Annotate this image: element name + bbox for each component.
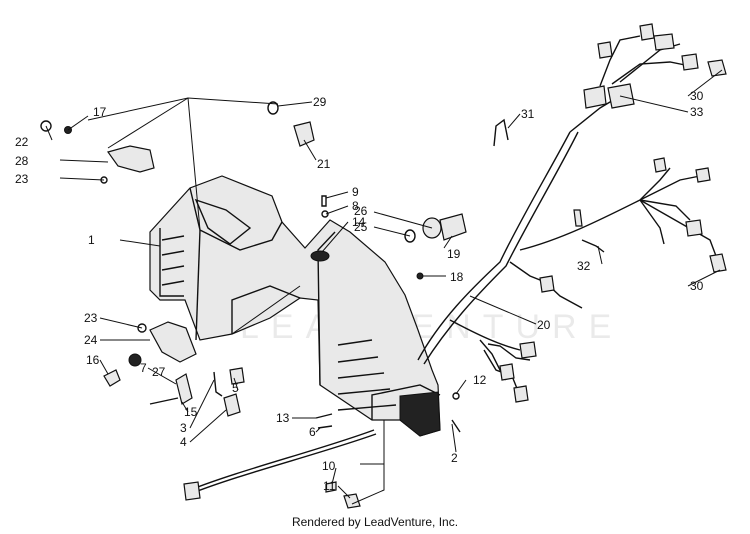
callout-33: 33 (690, 105, 704, 119)
callout-19: 19 (447, 247, 461, 261)
callout-6: 6 (309, 425, 316, 439)
callout-14: 14 (352, 215, 366, 229)
callout-21: 21 (317, 157, 331, 171)
callout-2: 2 (451, 451, 458, 465)
callout-30-lower: 30 (690, 279, 704, 293)
reflector-28 (107, 145, 155, 173)
reflector-24 (149, 321, 197, 363)
callout-labels: 1 2 3 4 5 6 7 8 9 10 11 12 13 14 15 16 1… (15, 89, 704, 493)
ignition-switch-19 (439, 213, 467, 241)
callout-27: 27 (152, 365, 166, 379)
screw-9 (321, 195, 327, 207)
callout-24: 24 (84, 333, 98, 347)
part-11 (343, 493, 361, 509)
callout-32: 32 (577, 259, 591, 273)
leader-lines (45, 69, 723, 505)
callout-23-upper: 23 (15, 172, 29, 186)
callout-26: 26 (354, 204, 368, 218)
callout-1: 1 (88, 233, 95, 247)
callout-28: 28 (15, 154, 29, 168)
callout-16: 16 (86, 353, 100, 367)
callout-15: 15 (184, 405, 198, 419)
callout-25: 25 (354, 220, 368, 234)
callout-7: 7 (140, 361, 147, 375)
callout-23-lower: 23 (84, 311, 98, 325)
small-parts (40, 101, 467, 509)
callout-13: 13 (276, 411, 290, 425)
clip-16 (103, 369, 121, 387)
callout-31: 31 (521, 107, 535, 121)
callout-9: 9 (352, 185, 359, 199)
callout-22: 22 (15, 135, 29, 149)
switch-21 (293, 121, 315, 147)
callout-18: 18 (450, 270, 464, 284)
clip-31 (493, 118, 509, 147)
bracket-4 (223, 393, 241, 417)
screw-6 (317, 425, 333, 429)
callout-3: 3 (180, 421, 187, 435)
callout-12: 12 (473, 373, 487, 387)
spring-3 (213, 371, 223, 397)
grommet-29 (267, 101, 279, 115)
clip-15 (149, 397, 179, 405)
washer-25 (404, 229, 416, 243)
washer-8 (321, 210, 329, 218)
callout-29: 29 (313, 95, 327, 109)
callout-10: 10 (322, 459, 336, 473)
callout-11: 11 (323, 479, 336, 493)
footer-credit: Rendered by LeadVenture, Inc. (292, 515, 458, 529)
wiring-harness (183, 23, 727, 501)
callout-5: 5 (232, 381, 239, 395)
callout-17: 17 (93, 105, 107, 119)
nut-22 (40, 120, 52, 132)
console-housing (149, 175, 441, 437)
screw-23-lower (137, 323, 147, 333)
callout-30-upper: 30 (690, 89, 704, 103)
callout-20: 20 (537, 318, 551, 332)
watermark: LEADVENTURE (240, 308, 623, 346)
callout-8: 8 (352, 199, 359, 213)
bracket-27 (175, 373, 193, 405)
nut-lower (128, 353, 142, 367)
screw-13 (315, 413, 333, 419)
screw-2 (451, 419, 461, 433)
clip-5 (229, 367, 245, 385)
washer-12 (452, 392, 460, 400)
callout-4: 4 (180, 435, 187, 449)
